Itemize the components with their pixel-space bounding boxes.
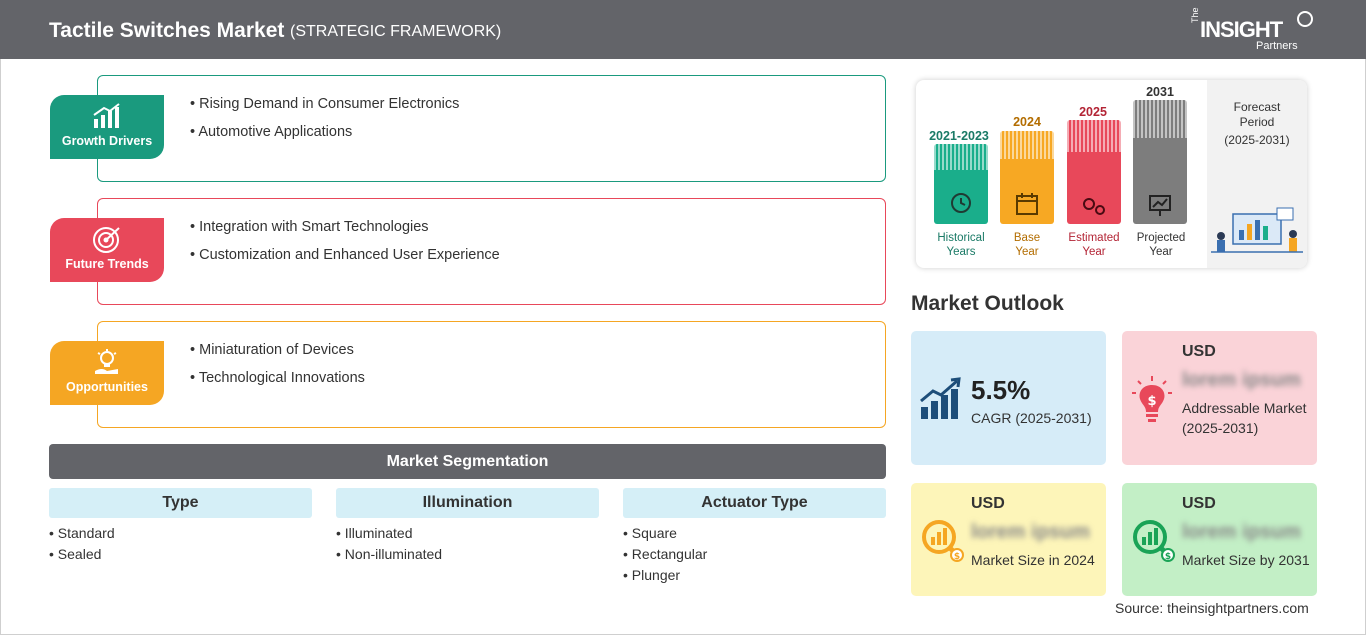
segment-item: • Sealed (49, 546, 102, 562)
future-trend-item: • Customization and Enhanced User Experi… (190, 247, 500, 263)
insight-partners-logo[interactable]: The INSIGHT Partners (1188, 7, 1313, 53)
target-icon (93, 227, 120, 253)
timeline-bar-estimated (1067, 120, 1121, 224)
addressable-market-card: $ USD lorem ipsum Addressable Market (20… (1122, 331, 1317, 465)
svg-text:$: $ (1147, 394, 1156, 409)
analytics-team-illustration-icon (1211, 207, 1303, 253)
bar-growth-icon (93, 103, 120, 128)
opportunity-item: • Technological Innovations (190, 370, 365, 386)
lightbulb-hand-icon (95, 349, 118, 374)
timeline-bar-base (1000, 131, 1054, 224)
forecast-line1: Forecast (1233, 100, 1281, 114)
addressable-value-blurred: lorem ipsum (1182, 369, 1301, 391)
size2031-value-blurred: lorem ipsum (1182, 521, 1301, 543)
segment-item: • Standard (49, 525, 115, 541)
segment-illumination: Illumination • Illuminated • Non-illumin… (336, 488, 599, 567)
growth-driver-item: • Automotive Applications (190, 124, 353, 140)
growth-driver-item: • Rising Demand in Consumer Electronics (190, 96, 460, 112)
opportunity-item: • Miniaturation of Devices (190, 342, 354, 358)
growth-drivers-label: Growth Drivers (61, 134, 153, 148)
segment-item: • Plunger (623, 567, 681, 583)
clock-history-icon (951, 193, 971, 213)
logo-ring-icon (1297, 11, 1313, 27)
calendar-icon (1016, 193, 1038, 215)
timeline-bar-historical (934, 144, 988, 224)
size2024-desc: Market Size in 2024 (971, 552, 1095, 568)
segment-item: • Non-illuminated (336, 546, 443, 562)
segment-item: • Rectangular (623, 546, 708, 562)
lightbulb-dollar-icon: $ (1132, 376, 1172, 422)
timeline-year-projected: 2031 (1146, 85, 1174, 99)
growth-drivers-box: • Rising Demand in Consumer Electronics … (97, 75, 886, 182)
forecast-line2: Period (1239, 115, 1275, 129)
magnifier-chart-icon: $ (1133, 520, 1175, 562)
cagr-value: 5.5% (971, 375, 1031, 405)
cagr-label: CAGR (2025-2031) (971, 410, 1092, 426)
source-link[interactable]: Source: theinsightpartners.com (1115, 600, 1309, 616)
opportunities-badge: Opportunities (50, 341, 164, 405)
gears-chart-icon (1083, 198, 1105, 215)
timeline-year-historical: 2021-2023 (929, 129, 989, 143)
market-size-2024-card: $ USD lorem ipsum Market Size in 2024 (911, 483, 1106, 596)
presentation-chart-icon (1149, 195, 1171, 216)
segmentation-title: Market Segmentation (49, 444, 886, 479)
opportunities-label: Opportunities (66, 380, 148, 394)
segment-type: Type • Standard • Sealed (49, 488, 312, 567)
market-outlook-title: Market Outlook (911, 292, 1064, 315)
segment-actuator-head: Actuator Type (623, 488, 886, 518)
opportunities-box: • Miniaturation of Devices • Technologic… (97, 321, 886, 428)
page-title: Tactile Switches Market (49, 19, 285, 42)
growth-chart-icon (920, 377, 961, 419)
addressable-usd: USD (1182, 343, 1216, 360)
timeline-bar-projected (1133, 100, 1187, 224)
svg-text:$: $ (954, 552, 960, 562)
header-bar: Tactile Switches Market (STRATEGIC FRAME… (0, 0, 1366, 59)
page-subtitle: (STRATEGIC FRAMEWORK) (290, 23, 502, 40)
svg-text:$: $ (1165, 552, 1171, 562)
segment-actuator-type: Actuator Type • Square • Rectangular • P… (623, 488, 886, 588)
segment-illumination-head: Illumination (336, 488, 599, 518)
growth-drivers-badge: Growth Drivers (50, 95, 164, 159)
addressable-desc: Addressable Market (2025-2031) (1182, 400, 1307, 436)
segment-item: • Square (623, 525, 677, 541)
logo-partners-text: Partners (1256, 40, 1298, 52)
timeline-year-estimated: 2025 (1079, 105, 1107, 119)
future-trend-item: • Integration with Smart Technologies (190, 219, 429, 235)
future-trends-badge: Future Trends (50, 218, 164, 282)
forecast-range: (2025-2031) (1224, 133, 1290, 147)
size2024-value-blurred: lorem ipsum (971, 521, 1090, 543)
size2024-usd: USD (971, 495, 1005, 512)
timeline-year-base: 2024 (1013, 115, 1041, 129)
segment-item: • Illuminated (336, 525, 413, 541)
size2031-desc: Market Size by 2031 (1182, 552, 1310, 568)
market-size-2031-card: $ USD lorem ipsum Market Size by 2031 (1122, 483, 1317, 596)
logo-the-text: The (1190, 7, 1200, 23)
future-trends-box: • Integration with Smart Technologies • … (97, 198, 886, 305)
segment-type-head: Type (49, 488, 312, 518)
magnifier-chart-icon: $ (922, 520, 964, 562)
logo-insight-text: INSIGHT (1200, 17, 1283, 42)
future-trends-label: Future Trends (65, 257, 149, 271)
size2031-usd: USD (1182, 495, 1216, 512)
cagr-card: 5.5% CAGR (2025-2031) (911, 331, 1106, 465)
